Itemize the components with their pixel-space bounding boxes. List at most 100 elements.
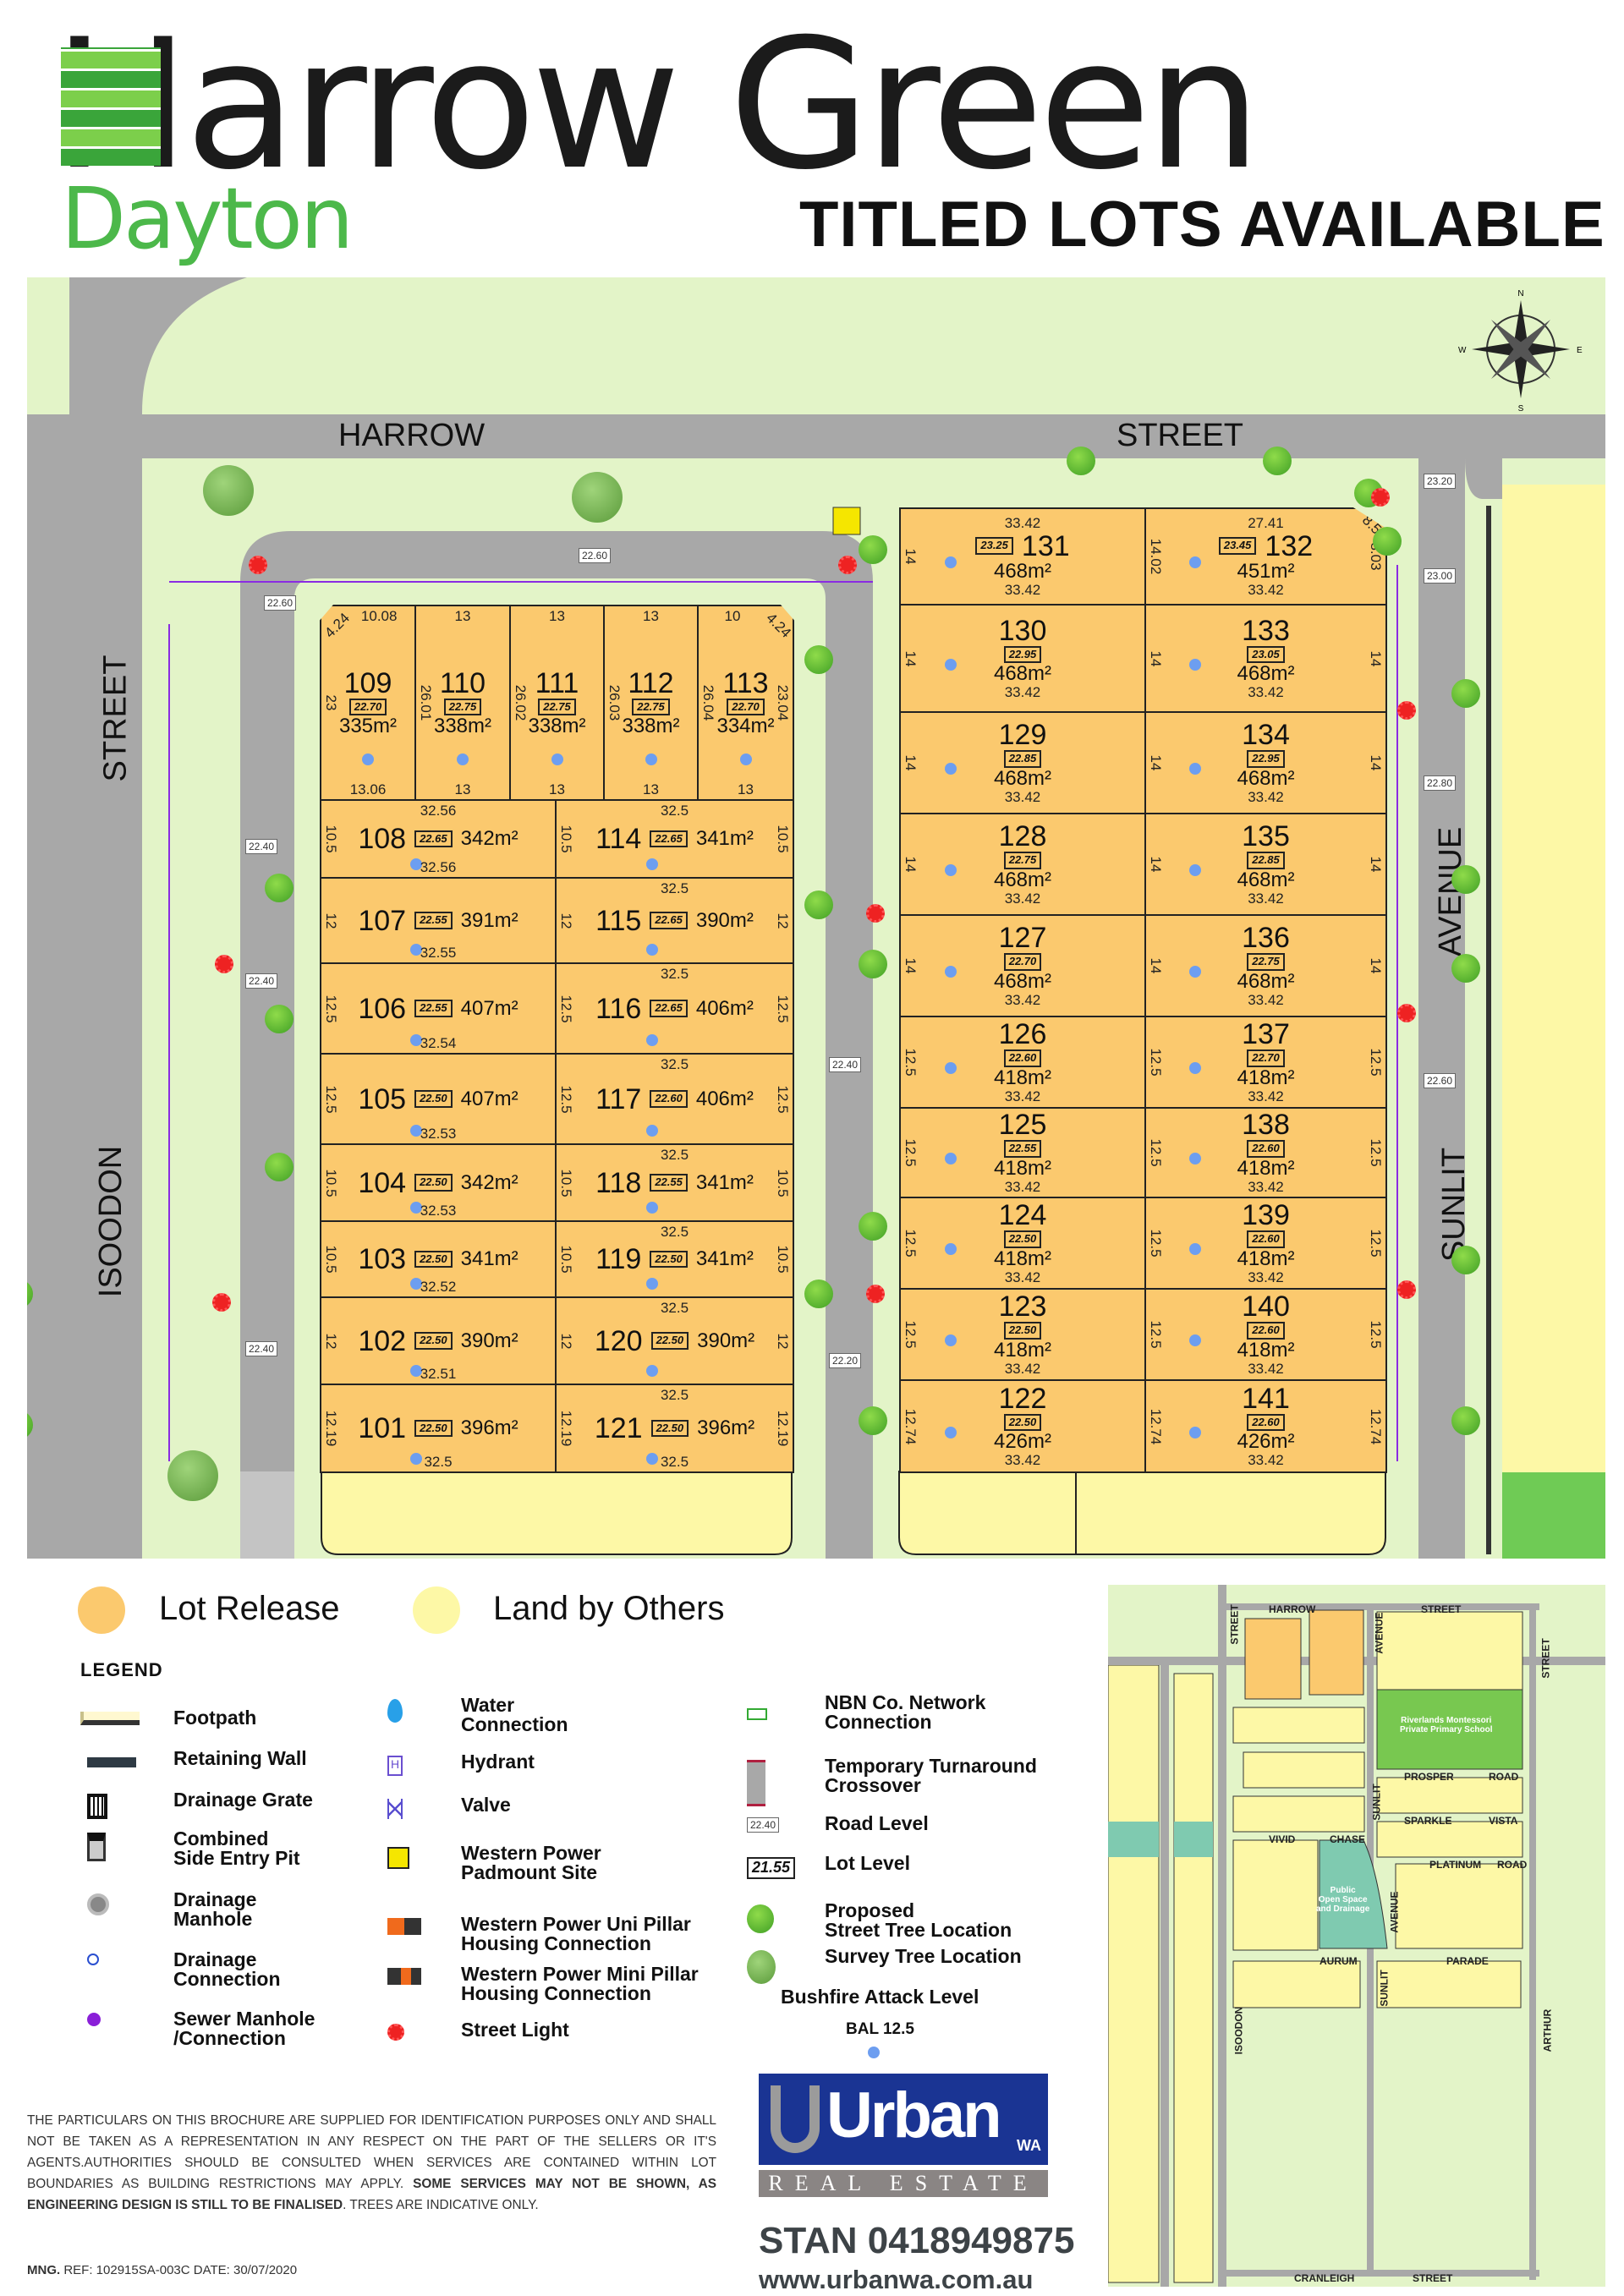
lot-dimension-left: 12 — [323, 912, 339, 929]
proposed-street-tree-icon — [265, 1153, 294, 1181]
bal-dot-icon — [944, 1334, 957, 1346]
lot-dimension-top: 27.41 — [1248, 514, 1284, 531]
minimap-street-label: STREET — [1421, 1603, 1462, 1615]
lot-number: 112 — [628, 666, 674, 699]
minimap-street-label: VISTA — [1489, 1815, 1518, 1827]
lot-dimension-left: 12.5 — [903, 1229, 919, 1258]
lot-dimension-left: 12.74 — [903, 1408, 919, 1444]
lot-level: 22.75 — [443, 698, 482, 716]
lot-dimension-left: 26.04 — [700, 684, 716, 721]
svg-text:W: W — [1458, 346, 1467, 355]
headline: TITLED LOTS AVAILABLE — [799, 189, 1605, 260]
lot-dimension-right: 10.5 — [775, 1168, 791, 1197]
svg-text:N: N — [1517, 289, 1523, 299]
harrow-green-logo: Harrow Green — [52, 0, 1262, 209]
survey-tree-icon — [203, 465, 254, 516]
contact-phone[interactable]: STAN 0418949875 — [759, 2220, 1075, 2261]
proposed-street-tree-icon — [1451, 1406, 1480, 1435]
lot-dimension-bottom: 33.42 — [1248, 1452, 1284, 1469]
survey-tree-icon — [572, 472, 623, 523]
lot-dimension-left: 14 — [903, 856, 919, 873]
minimap-street-label: STREET — [1413, 2272, 1453, 2284]
legend-item-label: Drainage Grate — [173, 1789, 313, 1811]
lot-area: 335m² — [338, 715, 398, 738]
minimap-street-label: ARTHUR — [1541, 2008, 1554, 2052]
lot-dimension-right: 14 — [1368, 650, 1384, 666]
sunlit-avenue-road — [1418, 458, 1465, 1559]
street-light-icon — [387, 2024, 404, 2041]
lot-area: 451m² — [1237, 559, 1295, 583]
website-link[interactable]: www.urbanwa.com.au — [759, 2265, 1034, 2294]
lot-number: 114 — [595, 823, 642, 855]
road-level: 22.60 — [1424, 1073, 1457, 1088]
valve-icon — [387, 1799, 403, 1819]
street-light-icon — [866, 904, 885, 923]
bal-dot-icon — [646, 858, 659, 870]
lot-dimension-right: 12 — [775, 1333, 791, 1349]
lot-dimension-right: 12.5 — [1368, 1138, 1384, 1167]
lot-dimension-bottom: 33.42 — [1004, 1452, 1041, 1469]
lot-dimension-top: 32.5 — [660, 880, 689, 896]
proposed-street-tree-icon — [1451, 865, 1480, 894]
lot-level: 22.75 — [1003, 852, 1042, 869]
lot-area: 418m² — [993, 1338, 1052, 1362]
lot-number: 116 — [595, 992, 642, 1025]
bal-dot-icon — [646, 1202, 659, 1214]
lot-dimension-left: 12.5 — [1148, 1048, 1164, 1077]
lot-area: 468m² — [1237, 969, 1295, 993]
bal-dot-icon — [1188, 763, 1201, 775]
proposed-street-tree-icon — [27, 1280, 33, 1308]
lot-dimension-left: 14 — [903, 754, 919, 771]
minimap-street-label: PROSPER — [1404, 1771, 1454, 1783]
bal-dot-icon — [409, 1202, 422, 1214]
disclaimer-end: . TREES ARE INDICATIVE ONLY. — [343, 2198, 539, 2212]
